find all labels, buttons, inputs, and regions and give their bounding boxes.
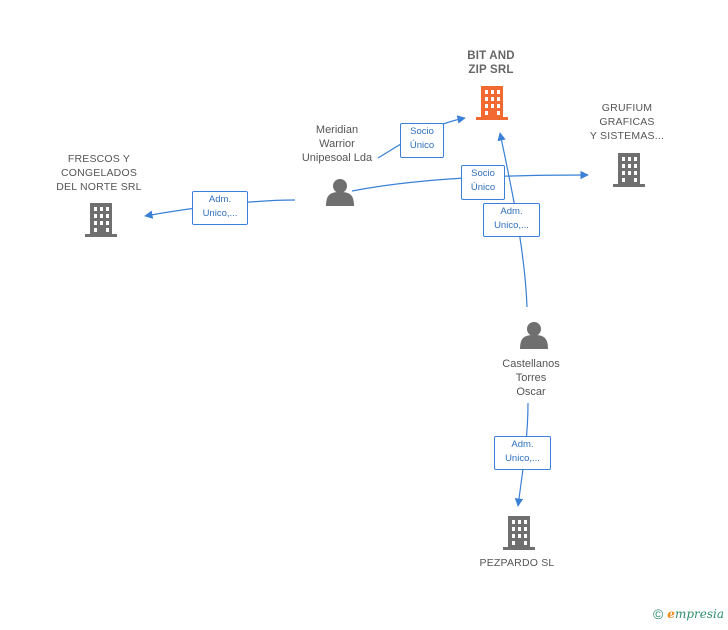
- node-label-frescos[interactable]: FRESCOS Y CONGELADOS DEL NORTE SRL: [56, 152, 141, 194]
- label-line: Torres: [515, 372, 547, 384]
- building-icon-frescos[interactable]: [85, 203, 117, 237]
- label-line: PEZPARDO SL: [479, 557, 555, 569]
- person-icon-castellanos[interactable]: [520, 322, 548, 349]
- node-label-pezpardo[interactable]: PEZPARDO SL: [480, 556, 555, 570]
- relation-line: Socio: [410, 126, 434, 137]
- label-line: Unipesoal Lda: [301, 152, 373, 164]
- relation-box-meridian-bit[interactable]: Socio Único: [400, 123, 444, 158]
- label-line: Warrior: [319, 138, 355, 150]
- brand-logo: empresia: [667, 607, 724, 621]
- relation-line: Adm.: [208, 194, 232, 205]
- label-line: Oscar: [516, 386, 546, 398]
- building-icon-bit-and-zip[interactable]: [476, 86, 508, 120]
- relation-line: Adm.: [511, 439, 534, 450]
- brand-initial: e: [667, 607, 675, 621]
- node-label-grufium[interactable]: GRUFIUM GRAFICAS Y SISTEMAS...: [590, 101, 664, 143]
- label-line: ZIP SRL: [468, 64, 514, 76]
- relation-line: Unico,...: [202, 208, 238, 219]
- relation-line: Único: [409, 140, 435, 151]
- relation-line: Socio: [471, 168, 495, 179]
- relation-box-meridian-frescos[interactable]: Adm. Unico,...: [192, 191, 248, 225]
- brand-rest: mpresia: [674, 607, 724, 621]
- relation-box-castellanos-pezpardo[interactable]: Adm. Unico,...: [494, 436, 551, 470]
- node-label-meridian[interactable]: Meridian Warrior Unipesoal Lda: [302, 123, 372, 165]
- label-line: CONGELADOS: [60, 167, 138, 179]
- building-icon-grufium[interactable]: [613, 153, 645, 187]
- relation-line: Unico,...: [505, 453, 540, 464]
- building-icon-pezpardo[interactable]: [503, 516, 535, 550]
- relation-box-meridian-grufium[interactable]: Socio Único: [461, 165, 505, 200]
- label-line: GRAFICAS: [599, 116, 655, 128]
- node-label-bit-and-zip[interactable]: BIT AND ZIP SRL: [467, 49, 515, 77]
- relation-line: Unico,...: [494, 220, 529, 231]
- node-label-castellanos[interactable]: Castellanos Torres Oscar: [502, 357, 559, 399]
- relation-line: Adm.: [500, 206, 523, 217]
- footer: © empresia: [653, 606, 724, 622]
- label-line: Meridian: [315, 124, 359, 136]
- label-line: DEL NORTE SRL: [56, 181, 142, 193]
- relation-box-castellanos-bit[interactable]: Adm. Unico,...: [483, 203, 540, 237]
- label-line: FRESCOS Y: [67, 153, 131, 165]
- label-line: BIT AND: [467, 50, 515, 62]
- person-icon-meridian[interactable]: [326, 179, 354, 206]
- label-line: Y SISTEMAS...: [589, 130, 665, 142]
- copyright-symbol: ©: [652, 606, 664, 622]
- label-line: GRUFIUM: [601, 102, 653, 114]
- label-line: Castellanos: [502, 358, 560, 370]
- relation-line: Único: [470, 182, 496, 193]
